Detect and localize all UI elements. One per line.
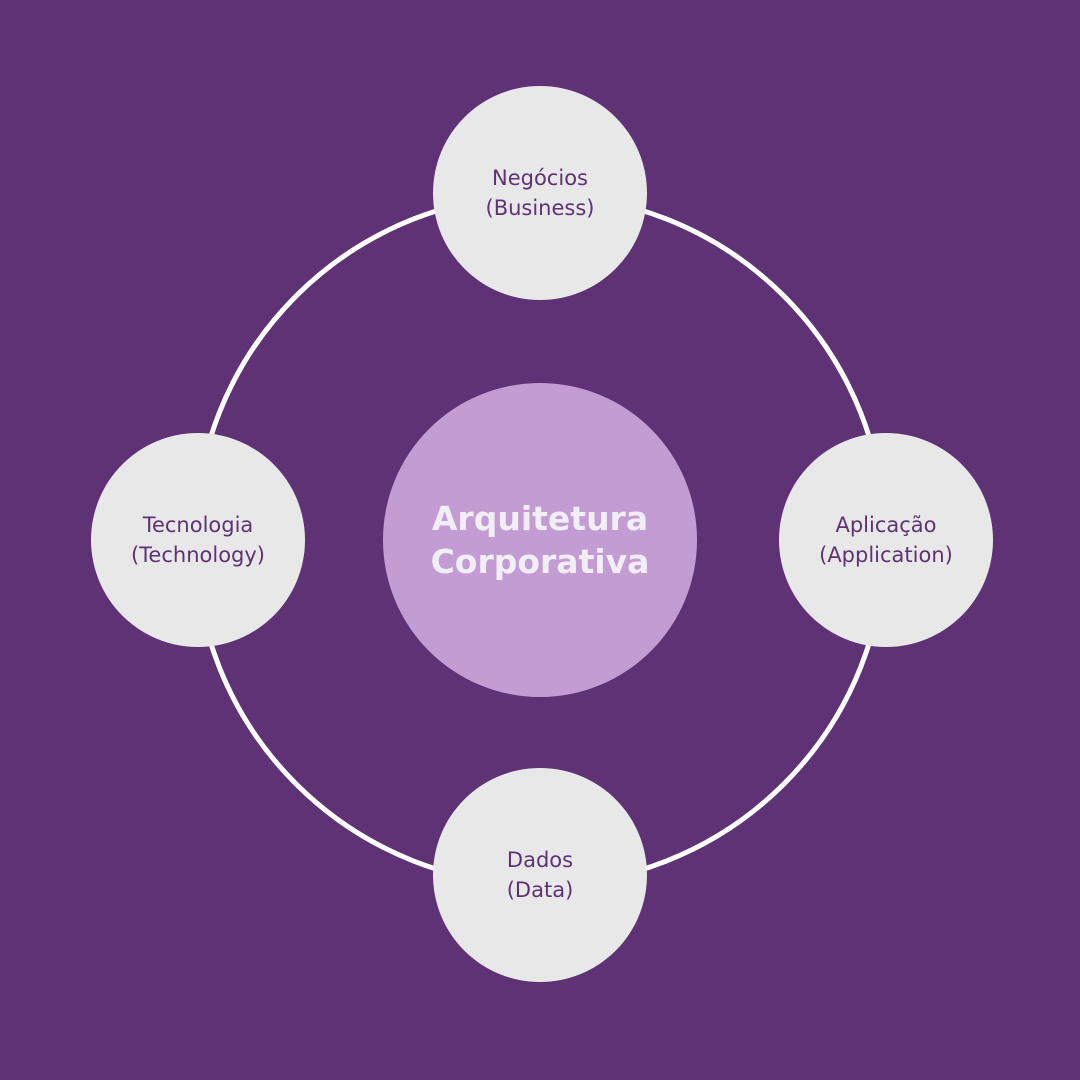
center-node-label-line1: Arquitetura xyxy=(431,499,649,538)
node-data: Dados (Data) xyxy=(433,768,647,982)
node-business: Negócios (Business) xyxy=(433,86,647,300)
node-technology-sublabel: (Technology) xyxy=(130,543,266,567)
center-node-enterprise-architecture: Arquitetura Corporativa xyxy=(383,383,697,697)
node-data-sublabel: (Data) xyxy=(506,878,574,902)
node-application-label: Aplicação xyxy=(835,513,937,537)
node-application: Aplicação (Application) xyxy=(779,433,993,647)
node-technology: Tecnologia (Technology) xyxy=(91,433,305,647)
node-data-label: Dados xyxy=(506,848,574,872)
center-node-label-line2: Corporativa xyxy=(430,542,650,581)
node-application-sublabel: (Application) xyxy=(819,543,953,567)
node-business-label: Negócios xyxy=(492,166,588,190)
node-technology-label: Tecnologia xyxy=(142,513,254,537)
node-business-sublabel: (Business) xyxy=(485,196,595,220)
